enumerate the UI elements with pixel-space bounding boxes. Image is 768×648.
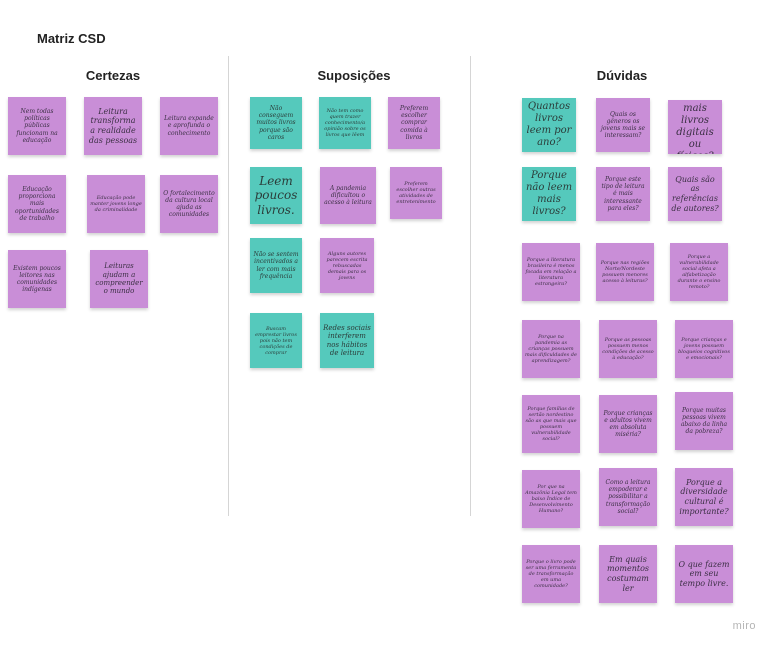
sticky-note[interactable]: Quais são as referências de autores? [668, 167, 722, 221]
sticky-note[interactable]: Não tem como quem trazer conhecimento/a … [319, 97, 371, 149]
miro-logo: miro [732, 620, 756, 632]
sticky-note[interactable]: Porque a diversidade cultural é importan… [675, 468, 733, 526]
sticky-note[interactable]: Educação proporciona mais oportunidades … [8, 175, 66, 233]
sticky-note[interactable]: Quais os gêneros os jovens mais se inter… [596, 98, 650, 152]
column-title-duvidas: Dúvidas [596, 68, 648, 83]
sticky-note[interactable]: Porque nas regiões Norte/Nordeste possue… [596, 243, 654, 301]
sticky-note[interactable]: Educação pode manter jovens longe da cri… [87, 175, 145, 233]
sticky-note[interactable]: Não se sentem incentivados a ler com mai… [250, 238, 302, 293]
sticky-note[interactable]: Leitura transforma a realidade das pesso… [84, 97, 142, 155]
sticky-note[interactable]: Não conseguem muitos livros porque são c… [250, 97, 302, 149]
sticky-note[interactable]: Preferem escolher outras atividades de e… [390, 167, 442, 219]
sticky-note[interactable]: Porque não leem mais livros? [522, 167, 576, 221]
sticky-note[interactable]: Porque este tipo de leitura é mais inter… [596, 167, 650, 221]
sticky-note[interactable]: Existem poucos leitores nas comunidades … [8, 250, 66, 308]
sticky-note[interactable]: A pandemia dificultou o acesso à leitura [320, 167, 376, 224]
sticky-note[interactable]: Quantos livros leem por ano? [522, 98, 576, 152]
column-title-suposicoes: Suposições [317, 68, 391, 83]
sticky-note[interactable]: Como a leitura empoderar e possibilitar … [599, 468, 657, 526]
sticky-note[interactable]: Leituras ajudam a compreender o mundo [90, 250, 148, 308]
sticky-note[interactable]: Preferem escolher comprar comida à livro… [388, 97, 440, 149]
sticky-note[interactable]: Porque crianças e adultos vivem em absol… [599, 395, 657, 453]
sticky-note[interactable]: Porque muitas pessoas vivem abaixo da li… [675, 392, 733, 450]
sticky-note[interactable]: O fortalecimento da cultura local ajuda … [160, 175, 218, 233]
column-divider [228, 56, 229, 516]
board-title: Matriz CSD [37, 31, 106, 46]
sticky-note[interactable]: O que fazem em seu tempo livre. [675, 545, 733, 603]
sticky-note[interactable]: Porque a vulnerabilidade social afeta a … [670, 243, 728, 301]
sticky-note[interactable]: Leem poucos livros. [250, 167, 302, 224]
sticky-note[interactable]: Por que na Amazônia Legal tem baixo Índi… [522, 470, 580, 528]
sticky-note[interactable]: Porque crianças e jovens possuem bloquei… [675, 320, 733, 378]
sticky-note[interactable]: Nem todas políticas públicas funcionam n… [8, 97, 66, 155]
sticky-note[interactable]: Porque na pandemia as crianças possuem m… [522, 320, 580, 378]
sticky-note[interactable]: Leitura expande e aprofunda o conhecimen… [160, 97, 218, 155]
sticky-note[interactable]: Leem mais livros digitais ou físicos? [668, 100, 722, 154]
sticky-note[interactable]: Alguns autores parecem escrita rebuscada… [320, 238, 374, 293]
sticky-note[interactable]: Porque o livro pode ser uma ferramenta d… [522, 545, 580, 603]
sticky-note[interactable]: Porque a literatura brasileira é menos f… [522, 243, 580, 301]
sticky-note[interactable]: Buscam emprestar livros pois não tem con… [250, 313, 302, 368]
column-divider [470, 56, 471, 516]
sticky-note[interactable]: Redes sociais interferem nos hábitos de … [320, 313, 374, 368]
column-title-certezas: Certezas [85, 68, 141, 83]
sticky-note[interactable]: Porque as pessoas possuem menos condiçõe… [599, 320, 657, 378]
sticky-note[interactable]: Em quais momentos costumam ler [599, 545, 657, 603]
sticky-note[interactable]: Porque famílias de sertão nordestino são… [522, 395, 580, 453]
